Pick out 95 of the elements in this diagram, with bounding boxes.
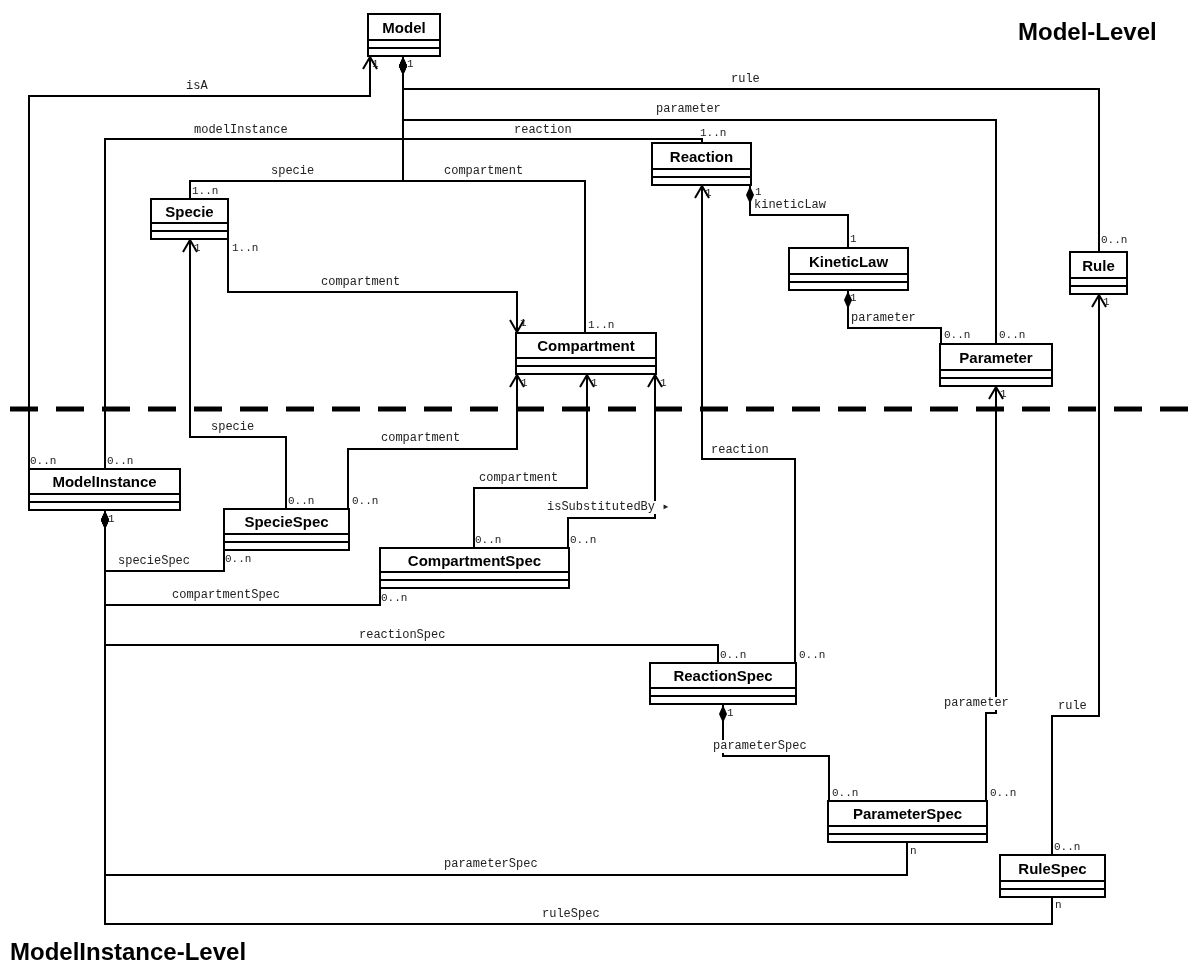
edge-label: reactionSpec — [358, 629, 447, 642]
multiplicity-label: 1 — [727, 707, 734, 719]
multiplicity-label: 1 — [1000, 388, 1007, 400]
association-arrow — [1051, 294, 1107, 855]
edge-label: specieSpec — [117, 555, 191, 568]
level-heading: Model-Level — [1018, 18, 1157, 46]
class-name: Model — [382, 18, 426, 36]
association-arrow — [985, 386, 1004, 801]
composition-line — [746, 185, 849, 248]
class-name: CompartmentSpec — [407, 551, 542, 569]
class-box — [150, 198, 229, 240]
multiplicity-label: 0..n — [944, 329, 971, 341]
class-box — [939, 343, 1053, 387]
class-name: ParameterSpec — [852, 805, 963, 822]
class-box — [827, 800, 988, 843]
edge-label: specie — [210, 421, 256, 434]
class-box — [649, 662, 797, 705]
multiplicity-label: 1 — [520, 317, 527, 329]
edge-label: parameter — [850, 312, 917, 325]
class-name: Reaction — [669, 147, 734, 165]
composition-line — [104, 56, 407, 469]
edge-label: compartment — [443, 165, 525, 178]
edge-label: parameter — [655, 103, 722, 116]
multiplicity-label: 1..n — [192, 185, 219, 197]
class-box — [515, 332, 657, 375]
multiplicity-label: 0..n — [1101, 234, 1128, 246]
multiplicity-label: 0..n — [107, 455, 134, 467]
multiplicity-label: 0..n — [1054, 841, 1081, 853]
class-box — [999, 854, 1106, 898]
edge-label: isSubstitutedBy ▸ — [546, 501, 671, 514]
edge-label: compartment — [320, 276, 402, 289]
edge-label: parameterSpec — [443, 858, 539, 871]
association-arrow — [347, 374, 525, 509]
multiplicity-label: 1 — [194, 242, 201, 254]
class-name: Rule — [1082, 256, 1115, 274]
multiplicity-label: 0..n — [30, 455, 57, 467]
multiplicity-label: 0..n — [475, 534, 502, 546]
edge-label: specie — [270, 165, 316, 178]
multiplicity-label: 1..n — [700, 127, 727, 139]
edge-label: compartment — [380, 432, 462, 445]
class-name: ModelInstance — [52, 473, 157, 490]
multiplicity-label: 0..n — [570, 534, 597, 546]
multiplicity-label: 0..n — [225, 553, 252, 565]
level-heading: ModelInstance-Level — [10, 938, 247, 966]
multiplicity-label: 0..n — [999, 329, 1026, 341]
multiplicity-label: 0..n — [832, 787, 859, 799]
multiplicity-label: 1 — [407, 58, 414, 70]
multiplicity-label: 1 — [108, 513, 115, 525]
class-name: KineticLaw — [808, 252, 889, 270]
composition-line — [844, 290, 942, 344]
multiplicity-label: 1 — [660, 377, 667, 389]
association-arrow — [567, 374, 663, 548]
multiplicity-label: n — [910, 845, 917, 857]
class-box — [379, 547, 570, 589]
multiplicity-label: 0..n — [799, 649, 826, 661]
class-box — [651, 142, 752, 186]
class-name: RuleSpec — [1018, 859, 1087, 877]
class-box — [1069, 251, 1128, 295]
multiplicity-label: 1 — [705, 187, 712, 199]
multiplicity-label: 1..n — [232, 242, 259, 254]
association-arrow — [694, 185, 796, 663]
multiplicity-label: 0..n — [990, 787, 1017, 799]
multiplicity-label: 1 — [755, 186, 762, 198]
association-arrow — [227, 239, 525, 333]
class-name: Parameter — [959, 348, 1033, 366]
multiplicity-label: 0..n — [720, 649, 747, 661]
class-name: Compartment — [537, 337, 635, 354]
multiplicity-label: 1 — [591, 377, 598, 389]
association-arrow — [473, 374, 595, 548]
composition-line — [101, 510, 1053, 925]
multiplicity-label: 1 — [850, 233, 857, 245]
composition-line — [719, 704, 830, 801]
association-arrow — [182, 239, 287, 509]
edge-label: ruleSpec — [541, 908, 601, 921]
multiplicity-label: 1 — [372, 58, 379, 70]
class-name: Specie — [165, 202, 214, 220]
edge-label: parameter — [943, 697, 1010, 710]
class-box — [223, 508, 350, 551]
multiplicity-label: 1 — [1103, 296, 1110, 308]
multiplicity-label: 0..n — [352, 495, 379, 507]
multiplicity-label: 1 — [521, 377, 528, 389]
class-box — [367, 13, 441, 57]
edge-label: parameterSpec — [712, 740, 808, 753]
class-box — [28, 468, 181, 511]
multiplicity-label: 1 — [850, 292, 857, 304]
class-name: SpecieSpec — [244, 513, 329, 530]
multiplicity-label: 0..n — [381, 592, 408, 604]
multiplicity-label: 1..n — [588, 319, 615, 331]
class-box — [788, 247, 909, 291]
edge-label: compartmentSpec — [171, 589, 282, 602]
multiplicity-label: n — [1055, 899, 1062, 911]
edge-label: compartment — [478, 472, 560, 485]
multiplicity-label: 0..n — [288, 495, 315, 507]
class-name: ReactionSpec — [673, 667, 773, 684]
association-arrow — [28, 56, 378, 469]
